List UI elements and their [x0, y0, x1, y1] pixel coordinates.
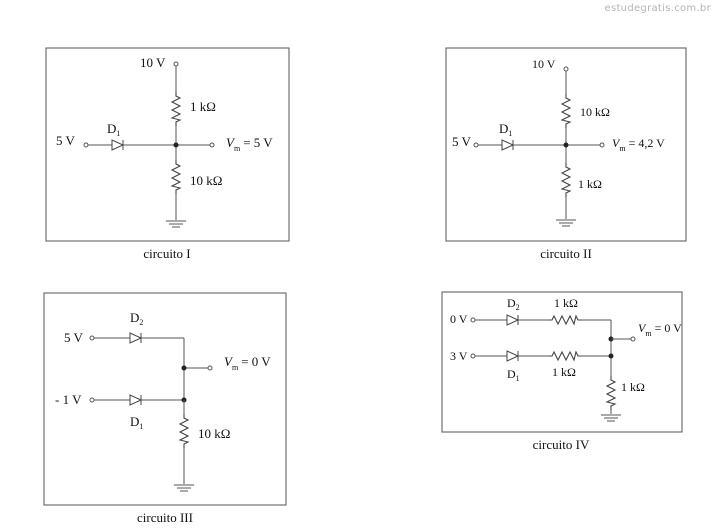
circuit-3-source-top-label: 5 V: [64, 330, 84, 345]
circuit-1: [45, 47, 290, 242]
circuit-4-diode-top-label: D2: [507, 296, 520, 312]
circuit-1-vm-label: Vm= 5 V: [226, 135, 273, 153]
circuit-2: [445, 47, 687, 242]
circuit-2-caption: circuito II: [540, 246, 592, 261]
circuit-4-resistor-top-label: 1 kΩ: [554, 296, 578, 310]
circuit-2-resistor-bottom-label: 1 kΩ: [578, 177, 602, 191]
circuit-1-diode-label: D1: [107, 121, 120, 138]
circuit-4-caption: circuito IV: [533, 437, 590, 452]
circuit-3-diode-bottom-label: D1: [130, 414, 143, 431]
circuit-1-frame: [45, 47, 290, 242]
circuit-1-supply-label: 10 V: [140, 55, 166, 70]
circuit-1-source-label: 5 V: [56, 133, 76, 148]
circuit-1-resistor-top-label: 1 kΩ: [190, 99, 216, 114]
circuit-4-frame: [441, 291, 683, 433]
circuit-3-resistor-label: 10 kΩ: [198, 426, 230, 441]
circuit-2-supply-label: 10 V: [532, 57, 556, 71]
circuit-3-caption: circuito III: [137, 510, 193, 525]
circuit-2-diode-label: D1: [499, 121, 512, 138]
circuit-3-source-bottom-label: - 1 V: [55, 392, 82, 407]
circuit-2-vm-label: Vm= 4,2 V: [612, 136, 665, 153]
circuit-4-vm-label: Vm= 0 V: [638, 321, 682, 338]
circuit-2-frame: [445, 47, 687, 242]
circuit-4-diode-bottom-label: D1: [507, 367, 520, 383]
circuit-4-source-bottom-label: 3 V: [450, 349, 468, 363]
circuit-4-resistor-bottom-label: 1 kΩ: [621, 380, 645, 394]
circuit-3-frame: [43, 292, 287, 506]
circuit-3-vm-label: Vm= 0 V: [224, 354, 271, 372]
circuit-2-resistor-top-label: 10 kΩ: [580, 105, 610, 119]
circuit-4-resistor-mid-label: 1 kΩ: [552, 365, 576, 379]
circuit-1-caption: circuito I: [143, 246, 190, 261]
circuit-3: [43, 292, 287, 506]
circuit-4: [441, 291, 683, 433]
circuit-4-source-top-label: 0 V: [450, 312, 468, 326]
watermark: estudegratis.com.br: [604, 3, 711, 14]
circuit-2-source-label: 5 V: [452, 134, 472, 149]
circuit-1-resistor-bottom-label: 10 kΩ: [190, 173, 222, 188]
circuit-3-diode-top-label: D2: [130, 310, 143, 327]
